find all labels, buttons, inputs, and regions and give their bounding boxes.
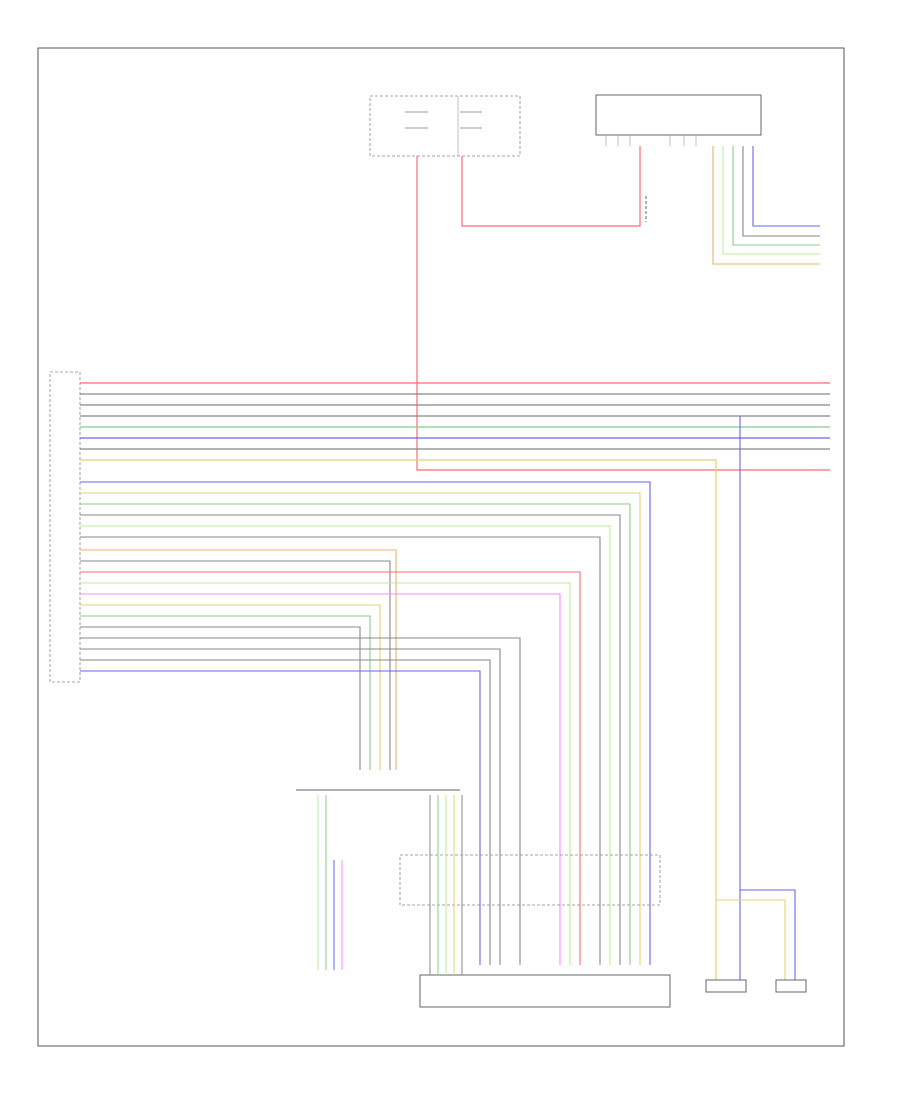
head-unit xyxy=(595,94,762,146)
head-unit-pins xyxy=(605,135,697,146)
fanout-wires xyxy=(80,481,651,965)
left-rear-speaker xyxy=(705,979,747,993)
head-unit-output-wires xyxy=(712,146,820,265)
power-wires xyxy=(416,146,830,471)
instrument-cluster xyxy=(49,371,81,683)
fuse-box xyxy=(369,95,521,157)
diagram-frame xyxy=(37,47,845,1047)
external-audio-connector xyxy=(296,789,460,970)
left-rear-tweeter xyxy=(775,979,807,993)
external-audio-connector-2 xyxy=(399,795,671,1008)
bus-wires-through xyxy=(80,382,830,980)
speaker-wires xyxy=(716,416,796,980)
